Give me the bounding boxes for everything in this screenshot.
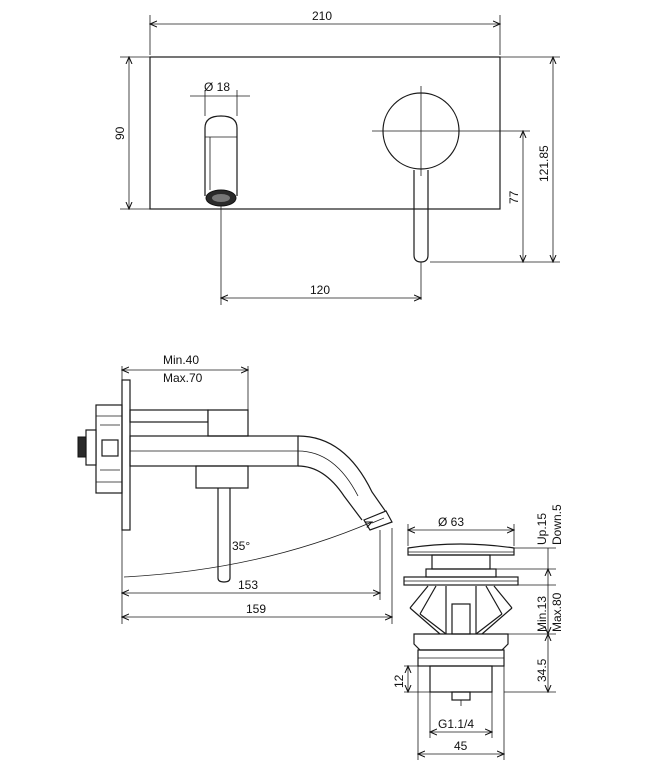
body-height-label: 34.5 (535, 658, 549, 682)
down-stroke-label: Down.5 (550, 504, 564, 545)
height-dim: 90 (113, 57, 150, 209)
drain-cross (409, 585, 513, 635)
concealed-body (77, 404, 123, 494)
body-max-label: Max.80 (550, 592, 564, 632)
stroke-dim: Up.15 Down.5 (496, 504, 564, 570)
body-height-dim: 34.5 (504, 634, 556, 692)
overall-reach-dim: 159 (122, 528, 392, 624)
center-distance-dim: 120 (221, 206, 421, 305)
spout-side (297, 435, 393, 531)
width-dim: 210 (150, 9, 500, 55)
side-view: Min.40 Max.70 35° 153 159 (77, 353, 393, 624)
spout-angle-label: 35° (232, 539, 250, 553)
spout-reach-dim: 153 (122, 530, 380, 624)
base-width-label: 45 (454, 739, 468, 753)
center-distance-label: 120 (310, 283, 330, 297)
cap-diameter-label: Ø 63 (438, 515, 464, 529)
projection-max-label: Max.70 (163, 371, 203, 385)
drain-cap (407, 543, 515, 556)
projection-min-label: Min.40 (163, 353, 199, 367)
base-width-dim: 45 (418, 666, 504, 760)
mixer-body (129, 409, 299, 583)
front-view: Ø 18 210 90 121.85 (113, 9, 560, 305)
drain-thread (429, 665, 493, 693)
spout-diameter-dim: Ø 18 (190, 80, 250, 116)
width-label: 210 (312, 9, 332, 23)
spout-diameter-label: Ø 18 (204, 80, 230, 94)
body-range-dim: Min.13 Max.80 (508, 569, 564, 634)
overall-reach-label: 159 (246, 602, 266, 616)
angle-dim: 35° (123, 522, 372, 578)
spout-front (204, 115, 238, 207)
cap-diameter-dim: Ø 63 (408, 515, 514, 546)
drain-view: Ø 63 Up.15 Down.5 Min.13 Max.80 34.5 (392, 504, 564, 760)
thread-size-label: G1.1/4 (438, 717, 474, 731)
plate-edge (121, 379, 131, 531)
thread-height-dim: 12 (392, 666, 430, 692)
height-label: 90 (113, 126, 127, 140)
lever-height-label: 77 (507, 190, 521, 204)
spout-reach-label: 153 (238, 578, 258, 592)
thread-size-dim: G1.1/4 (430, 692, 492, 738)
total-height-dim: 121.85 (430, 57, 560, 262)
up-stroke-label: Up.15 (535, 513, 549, 545)
lever-height-dim: 77 (470, 131, 530, 262)
body-min-label: Min.13 (535, 596, 549, 632)
projection-dim: Min.40 Max.70 (122, 353, 248, 410)
total-height-label: 121.85 (537, 145, 551, 182)
wall-plate (149, 56, 501, 210)
mixer-handle (372, 86, 470, 300)
thread-height-label: 12 (392, 674, 406, 688)
